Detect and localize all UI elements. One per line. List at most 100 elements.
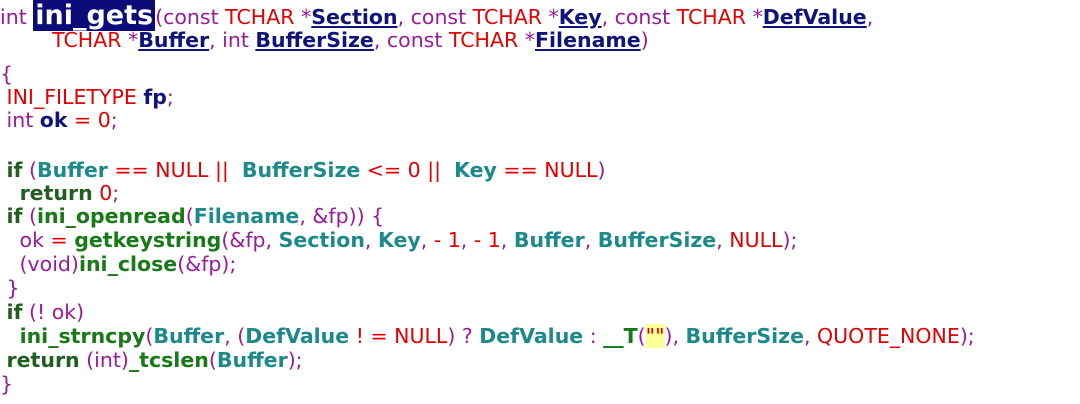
code-token-kw: (&fp);: [177, 252, 237, 276]
code-token-fn: getkeystring: [74, 228, 222, 252]
code-token-id: Section: [278, 228, 365, 252]
code-token-var: fp: [143, 85, 167, 109]
code-token-fn: ini_close: [78, 252, 178, 276]
code-line: if (ini_openread(Filename, &fp)) {: [0, 204, 385, 228]
code-token-kw: (: [637, 324, 646, 348]
code-line: INI_FILETYPE fp;: [0, 85, 174, 109]
code-token-kw: ,: [460, 228, 474, 252]
code-token-kw: (! ok): [22, 300, 85, 324]
code-token-kw: , &fp)) {: [299, 204, 385, 228]
code-token-kw: int: [0, 108, 40, 132]
code-token-id: BufferSize: [597, 228, 717, 252]
code-token-kw: (: [145, 324, 154, 348]
code-token-type: NULL: [394, 324, 448, 348]
code-token-kw: , int: [209, 28, 256, 52]
code-token-type: TCHAR: [52, 28, 122, 52]
code-token-type: TCHAR: [472, 5, 542, 29]
code-token-ctrl: return: [19, 181, 93, 205]
code-token-type: QUOTE_NONE: [817, 324, 960, 348]
code-line: }: [0, 372, 13, 396]
code-token-kw: ok: [0, 228, 51, 252]
code-token-num: - 1: [473, 228, 501, 252]
code-token-kw: );: [782, 228, 798, 252]
code-token-id: Buffer: [153, 324, 225, 348]
code-token-type: NULL: [729, 228, 783, 252]
code-token-kw: , const: [397, 5, 473, 29]
code-token-fn: ini_openread: [37, 204, 186, 228]
code-token-kw: int: [0, 5, 34, 29]
code-token-param: Section: [311, 5, 398, 29]
code-token-op: <=: [360, 158, 408, 182]
code-token-kw: ;: [110, 108, 118, 132]
code-line: if (! ok): [0, 300, 85, 324]
code-token-kw: [0, 28, 52, 52]
code-token-kw: }: [0, 276, 20, 300]
code-token-num: 0: [97, 108, 111, 132]
code-token-num: - 1: [433, 228, 461, 252]
code-token-kw: ,: [866, 5, 874, 29]
code-token-op: ! =: [349, 324, 395, 348]
code-token-kw: (void): [0, 252, 79, 276]
code-token-kw: ,: [584, 228, 598, 252]
code-token-kw: ,: [364, 228, 378, 252]
code-token-type: TCHAR: [676, 5, 746, 29]
code-line: {: [0, 62, 13, 86]
code-token-op: =: [50, 228, 68, 252]
code-token-id: DefValue: [245, 324, 350, 348]
code-token-id: Buffer: [513, 228, 585, 252]
code-token-id: BufferSize: [685, 324, 804, 348]
code-token-kw: (: [185, 204, 194, 228]
code-token-kw: ,: [500, 228, 514, 252]
code-line: ini_strncpy(Buffer, (DefValue ! = NULL) …: [0, 324, 975, 348]
code-token-kw: [0, 181, 20, 205]
code-token-kw: :: [583, 324, 604, 348]
code-token-kw: );: [959, 324, 975, 348]
code-token-kw: *: [294, 5, 312, 29]
code-token-kw: (: [208, 348, 217, 372]
code-line: (void)ini_close(&fp);: [0, 252, 237, 276]
code-token-kw: (&fp,: [221, 228, 279, 252]
code-token-id: Key: [377, 228, 421, 252]
code-line: if (Buffer == NULL || BufferSize <= 0 ||…: [0, 158, 606, 182]
code-token-fn: ini_strncpy: [19, 324, 146, 348]
code-token-id: DefValue: [479, 324, 584, 348]
code-line: return 0;: [0, 181, 120, 205]
code-token-kw: ,: [420, 228, 434, 252]
code-token-type: NULL: [544, 158, 598, 182]
code-token-num: 0: [407, 158, 421, 182]
code-token-kw: (: [22, 204, 37, 228]
code-line: ok = getkeystring(&fp, Section, Key, - 1…: [0, 228, 798, 252]
code-token-type: NULL: [155, 158, 209, 182]
code-token-ctrl: if: [6, 300, 23, 324]
code-line: TCHAR *Buffer, int BufferSize, const TCH…: [0, 28, 649, 52]
code-token-kw: (const: [155, 5, 226, 29]
code-token-id: Filename: [193, 204, 300, 228]
code-token-kw: ),: [664, 324, 686, 348]
code-token-kw: (int): [79, 348, 129, 372]
code-token-kw: *: [542, 5, 559, 29]
code-token-type: INI_FILETYPE: [6, 85, 137, 109]
code-line: }: [0, 276, 20, 300]
code-token-kw: ) ?: [447, 324, 480, 348]
code-token-kw: }: [0, 372, 14, 396]
code-token-id: Key: [454, 158, 497, 182]
code-token-kw: ;: [112, 181, 120, 205]
code-token-kw: );: [287, 348, 303, 372]
code-token-op: =: [67, 108, 98, 132]
code-token-num: 0: [99, 181, 113, 205]
code-token-id: Buffer: [37, 158, 108, 182]
code-token-op: ||: [420, 158, 448, 182]
code-token-var: ok: [39, 108, 68, 132]
code-line: int ok = 0;: [0, 108, 118, 132]
code-token-type: TCHAR: [225, 5, 295, 29]
code-token-kw: (: [22, 158, 37, 182]
code-token-op: ==: [496, 158, 545, 182]
code-token-fn: _tcslen: [128, 348, 209, 372]
code-token-kw: , (: [224, 324, 246, 348]
code-token-kw: {: [0, 62, 14, 86]
code-token-kw: [0, 324, 20, 348]
code-token-ctrl: if: [6, 204, 23, 228]
code-line: int ini_gets(const TCHAR *Section, const…: [0, 0, 874, 34]
code-token-param: Filename: [535, 28, 641, 52]
code-token-param: Buffer: [138, 28, 210, 52]
